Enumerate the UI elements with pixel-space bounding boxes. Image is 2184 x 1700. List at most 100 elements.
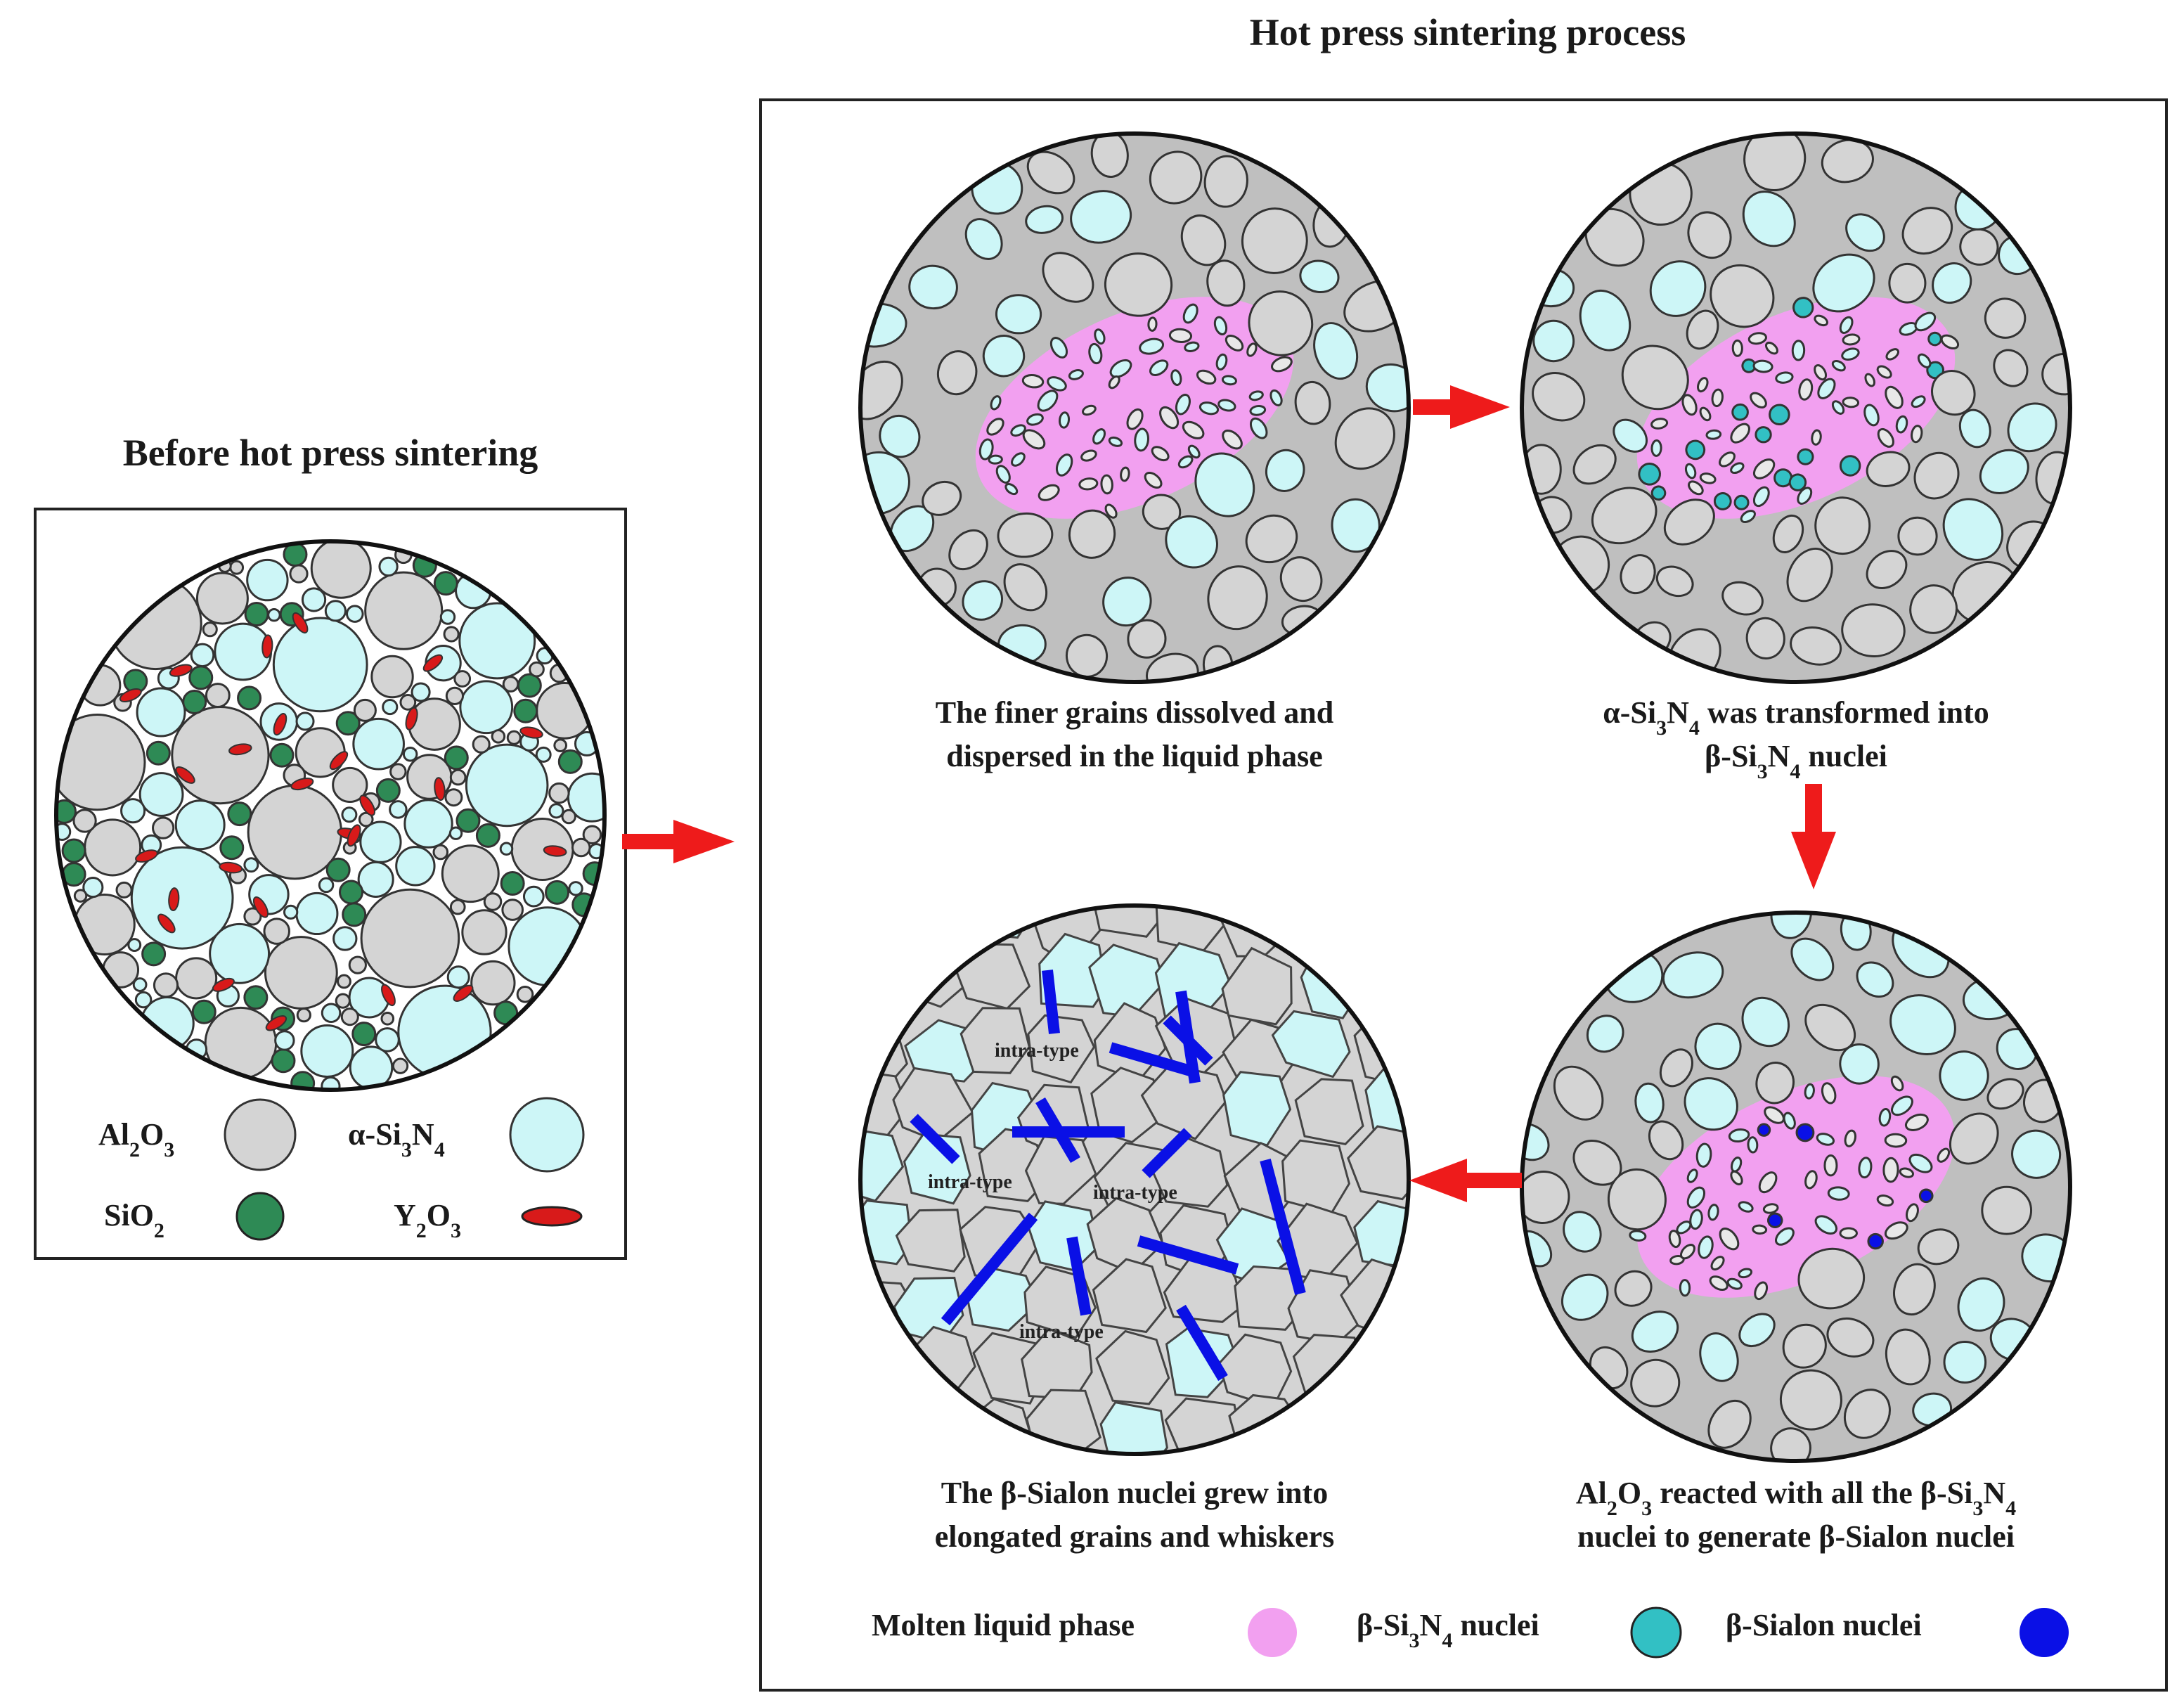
grain bbox=[1634, 1082, 1665, 1123]
sio2-particle bbox=[227, 801, 252, 827]
particle bbox=[134, 991, 153, 1009]
legend-sialon-label: β-Sialon nuclei bbox=[1726, 1608, 1922, 1642]
grain bbox=[1194, 452, 1255, 517]
particle bbox=[453, 670, 472, 688]
fine-grain bbox=[1217, 399, 1236, 412]
particle bbox=[341, 806, 358, 823]
fine-grain bbox=[1895, 415, 1908, 434]
grain bbox=[1265, 449, 1305, 492]
sio2-particle bbox=[342, 902, 367, 927]
legend-y2o3-swatch bbox=[521, 1206, 583, 1227]
grain bbox=[1797, 1247, 1866, 1310]
grain bbox=[1782, 1323, 1827, 1369]
grain bbox=[1206, 259, 1246, 307]
grain bbox=[1346, 948, 1409, 1020]
particle bbox=[272, 617, 368, 713]
particle bbox=[324, 600, 347, 622]
caption-line: Al2O3 reacted with all the β-Si3N4 bbox=[1576, 1476, 2016, 1520]
fine-grain bbox=[1839, 1227, 1858, 1239]
grain bbox=[917, 567, 957, 607]
particle bbox=[449, 768, 467, 786]
y2o3-particle bbox=[292, 612, 309, 634]
particle bbox=[175, 957, 218, 1000]
particle bbox=[399, 694, 417, 711]
fine-grain bbox=[1010, 424, 1026, 437]
beta-nucleus bbox=[1733, 494, 1750, 510]
fine-grain bbox=[1710, 1256, 1725, 1271]
grain bbox=[1694, 1022, 1742, 1070]
grain bbox=[1313, 322, 1359, 380]
sialon-nucleus bbox=[1757, 1123, 1771, 1137]
grain bbox=[1553, 1065, 1604, 1121]
grain bbox=[1299, 259, 1340, 294]
legend-alumina-swatch bbox=[224, 1098, 297, 1171]
grain bbox=[1984, 297, 2027, 339]
grain bbox=[895, 1209, 966, 1273]
fine-grain bbox=[990, 395, 1002, 411]
fine-grain bbox=[1134, 427, 1149, 452]
fine-grain bbox=[978, 438, 994, 461]
before-panel bbox=[34, 508, 627, 1260]
grain bbox=[936, 350, 978, 396]
particle bbox=[470, 960, 516, 1006]
sio2-particle bbox=[455, 808, 481, 833]
grain bbox=[1663, 498, 1715, 546]
grain bbox=[1579, 289, 1631, 352]
grain bbox=[1142, 494, 1182, 530]
particle bbox=[120, 798, 146, 824]
fine-grain bbox=[1731, 1157, 1743, 1173]
grain bbox=[1613, 418, 1648, 453]
fine-grain bbox=[1816, 1133, 1835, 1146]
beta-nucleus bbox=[1769, 404, 1790, 425]
sio2-particle bbox=[271, 1048, 296, 1074]
fine-grain bbox=[1730, 462, 1745, 475]
sialon-nucleus bbox=[1767, 1212, 1783, 1228]
particle bbox=[582, 825, 602, 845]
particle bbox=[296, 1007, 311, 1023]
beta-nucleus bbox=[1650, 485, 1667, 501]
grain bbox=[1532, 372, 1586, 422]
particle bbox=[382, 699, 399, 716]
particle bbox=[337, 974, 351, 989]
particle bbox=[568, 881, 583, 896]
fine-grain bbox=[1047, 376, 1067, 392]
fine-grain bbox=[1684, 463, 1697, 479]
caption-line: The β-Sialon nuclei grew into bbox=[941, 1476, 1328, 1510]
legend-alumina-label: Al2O3 bbox=[98, 1117, 174, 1161]
grain bbox=[1025, 205, 1064, 234]
fine-grain bbox=[1068, 369, 1084, 380]
grain bbox=[1772, 514, 1804, 553]
beta-nucleus bbox=[1797, 448, 1814, 465]
particle bbox=[506, 730, 522, 745]
fine-grain bbox=[1754, 1281, 1769, 1301]
grain bbox=[1843, 1389, 1891, 1439]
fine-grain bbox=[1917, 353, 1932, 368]
particle bbox=[332, 926, 358, 951]
grain bbox=[1228, 1393, 1310, 1454]
fine-grain bbox=[1711, 388, 1724, 408]
stage1-caption: The finer grains dissolved and dispersed… bbox=[936, 695, 1333, 773]
grain bbox=[948, 529, 988, 571]
sio2-particle bbox=[290, 1071, 316, 1090]
fine-grain bbox=[1170, 369, 1182, 386]
legend-sio2-label: SiO2 bbox=[104, 1198, 164, 1242]
particle bbox=[195, 572, 249, 625]
beta-nucleus bbox=[1713, 492, 1732, 510]
particle bbox=[389, 763, 407, 780]
arrow-right-icon bbox=[1413, 385, 1510, 429]
particle bbox=[441, 844, 500, 903]
sio2-particle bbox=[141, 941, 167, 967]
fine-grain bbox=[1914, 311, 1937, 332]
fine-grain bbox=[1844, 1129, 1857, 1147]
grain bbox=[1939, 1050, 1989, 1101]
sio2-particle bbox=[475, 823, 500, 848]
particle bbox=[459, 680, 514, 735]
fine-grain bbox=[1937, 1147, 1951, 1163]
particle bbox=[321, 1003, 342, 1024]
grain bbox=[1095, 1329, 1170, 1405]
grain bbox=[1621, 344, 1689, 411]
fine-grain bbox=[1699, 472, 1717, 484]
grain bbox=[1003, 563, 1048, 612]
sio2-particle bbox=[557, 749, 583, 774]
y2o3-particle bbox=[168, 887, 180, 912]
